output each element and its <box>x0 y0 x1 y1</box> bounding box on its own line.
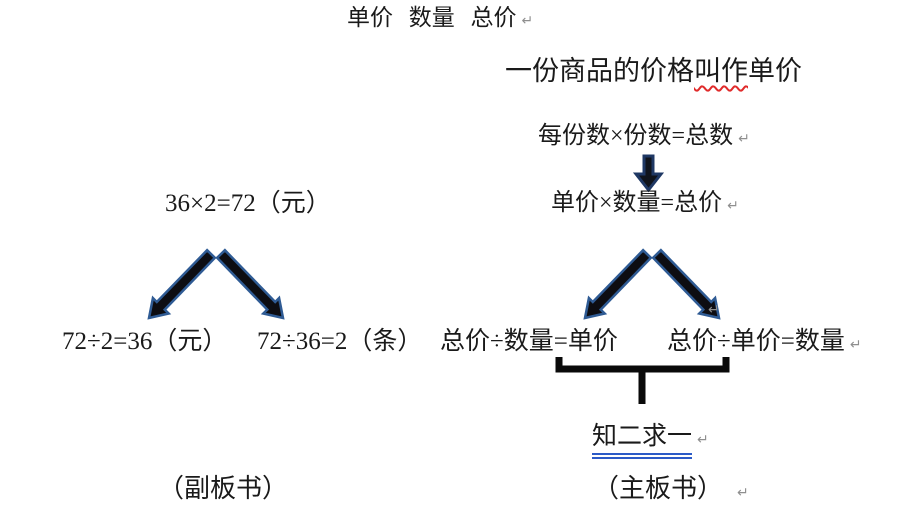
definition-note: 一份商品的价格叫作单价 <box>505 55 802 89</box>
split-arrows-left <box>147 248 285 320</box>
paragraph-mark-icon: ↵ <box>849 337 862 353</box>
main-formula: 单价×数量=总价↵ <box>551 188 739 218</box>
summary-text: 知二求一 <box>592 421 693 460</box>
example-division-price: 72÷2=36（元） <box>62 328 228 355</box>
definition-before: 一份商品的价格 <box>505 56 694 86</box>
paragraph-mark-icon: ↵ <box>738 131 750 147</box>
main-formula-text: 单价×数量=总价 <box>551 190 723 216</box>
secondary-board-label: （副板书） <box>158 474 289 503</box>
main-board-label: （主板书）↵ <box>593 474 749 503</box>
split-arrows-right <box>583 248 721 320</box>
paragraph-mark-icon: ↵ <box>737 485 749 501</box>
derived-unit-price-formula: 总价÷数量=单价 <box>440 328 618 355</box>
summary-note: 知二求一↵ <box>592 421 709 460</box>
general-formula: 每份数×份数=总数↵ <box>538 121 750 151</box>
diagonal-arrow-down-left-icon <box>147 248 217 320</box>
derived-quantity-formula: 总价÷单价=数量↵ <box>667 328 862 355</box>
paragraph-mark-icon: ↵ <box>708 302 720 318</box>
definition-misspelled-word: 叫作 <box>694 56 748 86</box>
diagonal-arrow-down-left-icon <box>583 248 653 320</box>
lesson-title-text: 单价 数量 总价 <box>347 5 517 30</box>
diagonal-arrow-down-right-icon <box>215 248 285 320</box>
down-arrow-icon <box>632 154 665 193</box>
lesson-title: 单价 数量 总价↵ <box>347 4 533 33</box>
general-formula-text: 每份数×份数=总数 <box>538 123 734 149</box>
paragraph-mark-icon: ↵ <box>697 432 709 448</box>
paragraph-mark-icon: ↵ <box>521 13 534 29</box>
definition-after: 单价 <box>748 56 802 86</box>
paragraph-mark-icon: ↵ <box>727 198 739 214</box>
example-division-count: 72÷36=2（条） <box>257 328 423 355</box>
bracket-icon <box>555 357 730 404</box>
example-multiplication: 36×2=72（元） <box>165 190 331 217</box>
